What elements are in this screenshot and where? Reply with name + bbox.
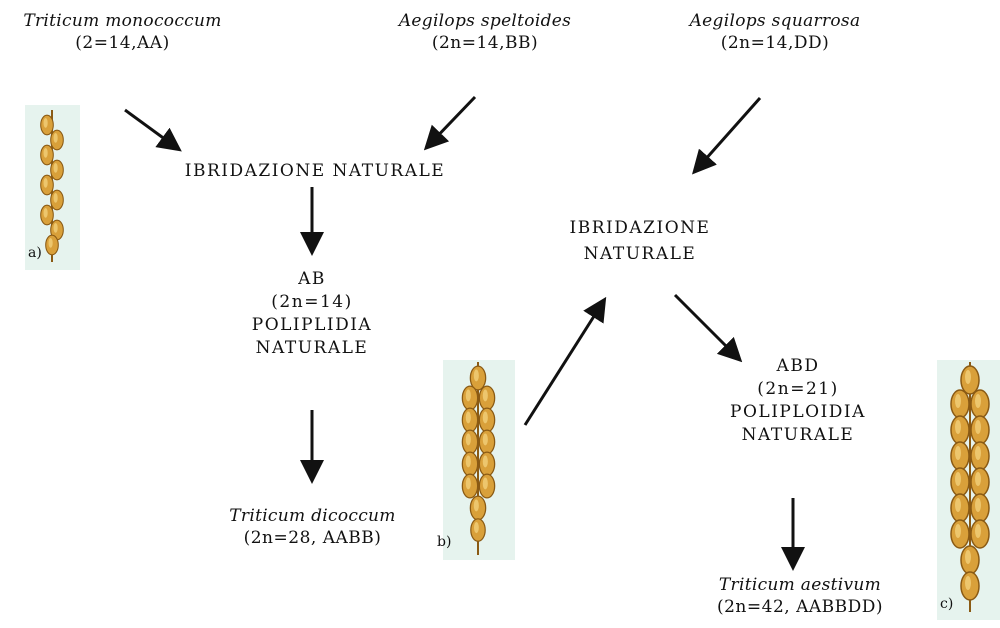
hybridization-step-2: IBRIDAZIONE NATURALE <box>550 215 730 267</box>
product-dicoccum: Triticum dicoccum (2n=28, AABB) <box>200 505 425 549</box>
product-aestivum: Triticum aestivum (2n=42, AABBDD) <box>690 574 910 618</box>
chromosome-count: (2n=14) <box>232 291 392 314</box>
arrow-hybrid2-to-abd <box>675 295 738 358</box>
hybridization-step-1: IBRIDAZIONE NATURALE <box>160 160 470 182</box>
genome-formula: (2n=28, AABB) <box>200 527 425 549</box>
genome-formula: (2n=42, AABBDD) <box>690 596 910 618</box>
genome-formula: (2=14,AA) <box>5 32 240 54</box>
species-name: Aegilops squarrosa <box>665 10 885 32</box>
source-speltoides: Aegilops speltoides (2n=14,BB) <box>375 10 595 54</box>
arrow-squarrosa-to-hybrid2 <box>696 98 760 170</box>
arrow-speltoides-to-hybrid <box>428 97 475 146</box>
source-monococcum: Triticum monococcum (2=14,AA) <box>5 10 240 54</box>
species-name: Triticum dicoccum <box>200 505 425 527</box>
polyploidy-label: POLIPLIDIA <box>232 314 392 337</box>
step-label: IBRIDAZIONE NATURALE <box>160 160 470 182</box>
chromosome-count: (2n=21) <box>718 378 878 401</box>
genome-ab: AB <box>232 268 392 291</box>
species-name: Aegilops speltoides <box>375 10 595 32</box>
image-tag-b: b) <box>437 534 451 550</box>
genome-formula: (2n=14,DD) <box>665 32 885 54</box>
image-tag-a: a) <box>28 245 42 261</box>
polyploidy-abd: ABD (2n=21) POLIPLOIDIA NATURALE <box>718 355 878 447</box>
species-name: Triticum aestivum <box>690 574 910 596</box>
natural-label: NATURALE <box>718 424 878 447</box>
polyploidy-label: POLIPLOIDIA <box>718 401 878 424</box>
genome-abd: ABD <box>718 355 878 378</box>
step-label-2: NATURALE <box>550 241 730 267</box>
image-tag-c: c) <box>940 596 953 612</box>
polyploidy-ab: AB (2n=14) POLIPLIDIA NATURALE <box>232 268 392 360</box>
arrow-monococcum-to-hybrid <box>125 110 177 148</box>
genome-formula: (2n=14,BB) <box>375 32 595 54</box>
step-label-1: IBRIDAZIONE <box>550 215 730 241</box>
source-squarrosa: Aegilops squarrosa (2n=14,DD) <box>665 10 885 54</box>
natural-label: NATURALE <box>232 337 392 360</box>
arrow-dicoccum-to-hybrid2 <box>525 302 603 425</box>
species-name: Triticum monococcum <box>5 10 240 32</box>
